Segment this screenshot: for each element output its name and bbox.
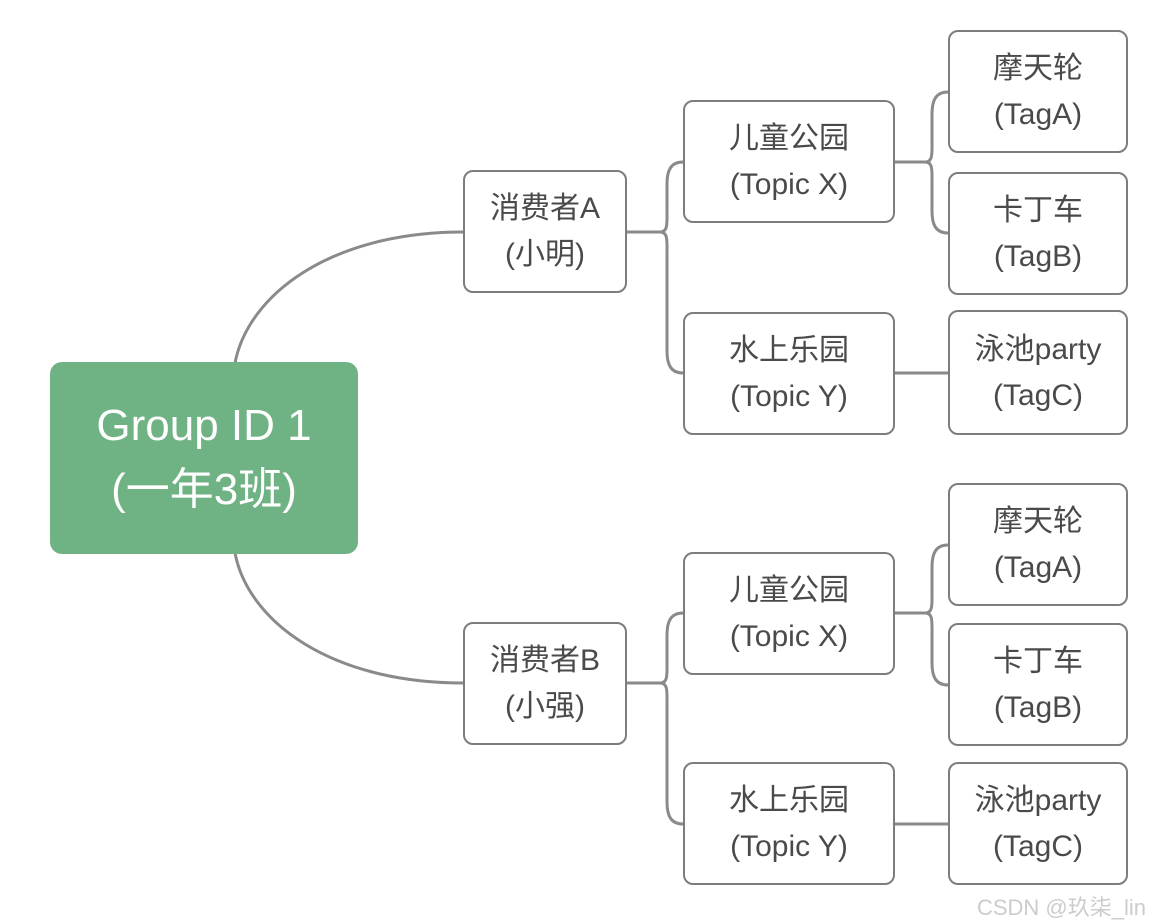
node-topic-x-a[interactable]: 儿童公园 (Topic X) [683,100,895,223]
root-title: Group ID 1 [96,401,312,450]
node-subtitle: (小强) [505,689,585,723]
connector-root-to-consumer-b [233,551,465,685]
node-title: 水上乐园 [729,783,849,817]
connector-consumer-a-to-topic-y [658,230,685,375]
node-title: 摩天轮 [993,51,1083,85]
node-subtitle: (Topic X) [729,619,849,653]
node-subtitle: (TagB) [993,239,1083,273]
connector-topic-x-a-to-tag-b [923,160,950,235]
connector-consumer-a-to-topic-x [658,160,685,234]
root-subtitle: (一年3班) [111,465,297,514]
node-consumer-b[interactable]: 消费者B (小强) [463,622,627,745]
node-subtitle: (小明) [505,237,585,271]
node-subtitle: (Topic X) [729,167,849,201]
node-tag-b-b[interactable]: 卡丁车 (TagB) [948,623,1128,746]
node-title: 泳池party [974,783,1102,817]
node-topic-y-b[interactable]: 水上乐园 (Topic Y) [683,762,895,885]
node-subtitle: (TagA) [993,550,1083,584]
node-topic-x-b[interactable]: 儿童公园 (Topic X) [683,552,895,675]
connector-topic-x-b-to-tag-b [923,611,950,687]
node-title: 卡丁车 [993,193,1083,227]
node-title: 消费者B [489,643,600,677]
node-title: 卡丁车 [993,644,1083,678]
connector-topic-x-b-to-tag-a [923,543,950,615]
node-tag-c-b[interactable]: 泳池party (TagC) [948,762,1128,885]
node-tag-a-b[interactable]: 摩天轮 (TagA) [948,483,1128,606]
node-title: 儿童公园 [729,121,849,155]
node-title: 摩天轮 [993,504,1083,538]
node-subtitle: (TagC) [992,378,1083,412]
node-tag-c-a[interactable]: 泳池party (TagC) [948,310,1128,435]
connector-consumer-b-to-topic-y [658,681,685,826]
watermark-text: CSDN @玖柒_lin [976,895,1146,920]
node-subtitle: (TagA) [993,97,1083,131]
node-tag-a-a[interactable]: 摩天轮 (TagA) [948,30,1128,153]
node-tag-b-a[interactable]: 卡丁车 (TagB) [948,172,1128,295]
node-subtitle: (Topic Y) [730,829,848,863]
node-title: 水上乐园 [729,333,849,367]
node-subtitle: (Topic Y) [730,379,848,413]
node-group-root[interactable]: Group ID 1 (一年3班) [50,362,358,554]
node-subtitle: (TagB) [993,690,1083,724]
node-title: 消费者A [489,191,600,225]
node-title: 泳池party [974,332,1102,366]
node-consumer-a[interactable]: 消费者A (小明) [463,170,627,293]
node-topic-y-a[interactable]: 水上乐园 (Topic Y) [683,312,895,435]
node-subtitle: (TagC) [992,829,1083,863]
connector-topic-x-a-to-tag-a [923,90,950,164]
connector-consumer-b-to-topic-x [658,611,685,685]
node-title: 儿童公园 [729,573,849,607]
connector-root-to-consumer-a [233,230,465,365]
